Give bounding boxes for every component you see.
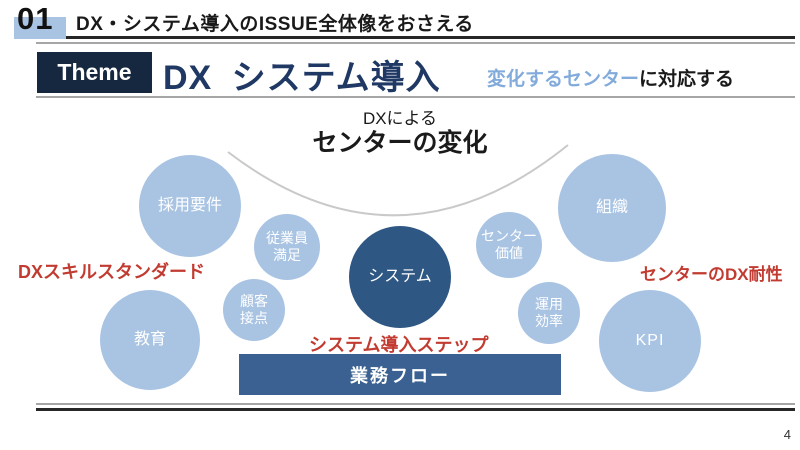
bubble-kpi: KPI <box>599 290 701 392</box>
bubble-system-center: システム <box>349 226 451 328</box>
bubble-employee-satisfaction: 従業員 満足 <box>254 214 320 280</box>
bubble-label: センター 価値 <box>481 228 537 261</box>
bottom-rule-gray <box>36 403 795 405</box>
header-index-highlight <box>14 17 66 39</box>
bubble-customer-touchpoints: 顧客 接点 <box>223 279 285 341</box>
label-dx-skill-standard: DXスキルスタンダード <box>18 262 206 282</box>
bubble-organization: 組織 <box>558 154 666 262</box>
diagram-heading-line2: センターの変化 <box>312 129 488 158</box>
diagram-heading: DXによる センターの変化 <box>250 108 550 158</box>
header-title: DX・システム導入のISSUE全体像をおさえる <box>76 14 474 35</box>
top-rule-dark <box>36 36 795 39</box>
bubble-center-value: センター 価値 <box>476 212 542 278</box>
theme-title: DX システム導入 <box>163 59 441 97</box>
bubble-operational-efficiency: 運用 効率 <box>518 282 580 344</box>
theme-subtitle-highlight: 変化するセンター <box>487 69 640 90</box>
label-center-dx-resilience: センターのDX耐性 <box>640 265 783 284</box>
bubble-label: 運用 効率 <box>535 296 563 329</box>
bubble-hiring-requirements: 採用要件 <box>139 155 241 257</box>
bubble-label: 顧客 接点 <box>240 293 268 326</box>
top-rule-gray <box>36 42 795 44</box>
theme-subtitle-rest: に対応する <box>639 69 735 90</box>
bubble-label: システム <box>368 268 432 286</box>
diagram-heading-line1: DXによる <box>362 109 438 128</box>
page-number: 4 <box>783 427 791 442</box>
header-index: 01 <box>17 1 54 36</box>
bubble-label: 組織 <box>595 199 628 217</box>
theme-rule-gray <box>36 96 795 98</box>
theme-badge: Theme <box>37 52 152 93</box>
label-system-intro-step: システム導入ステップ <box>309 335 489 355</box>
bubble-education: 教育 <box>100 290 200 390</box>
bubble-label: KPI <box>635 332 665 350</box>
theme-subtitle: 変化するセンターに対応する <box>487 64 734 91</box>
bottom-rule-dark <box>36 408 795 411</box>
bubble-label: 従業員 満足 <box>266 230 308 263</box>
bubble-label: 教育 <box>133 331 166 349</box>
bubble-label: 採用要件 <box>157 197 222 215</box>
business-flow-bar: 業務フロー <box>239 354 561 395</box>
